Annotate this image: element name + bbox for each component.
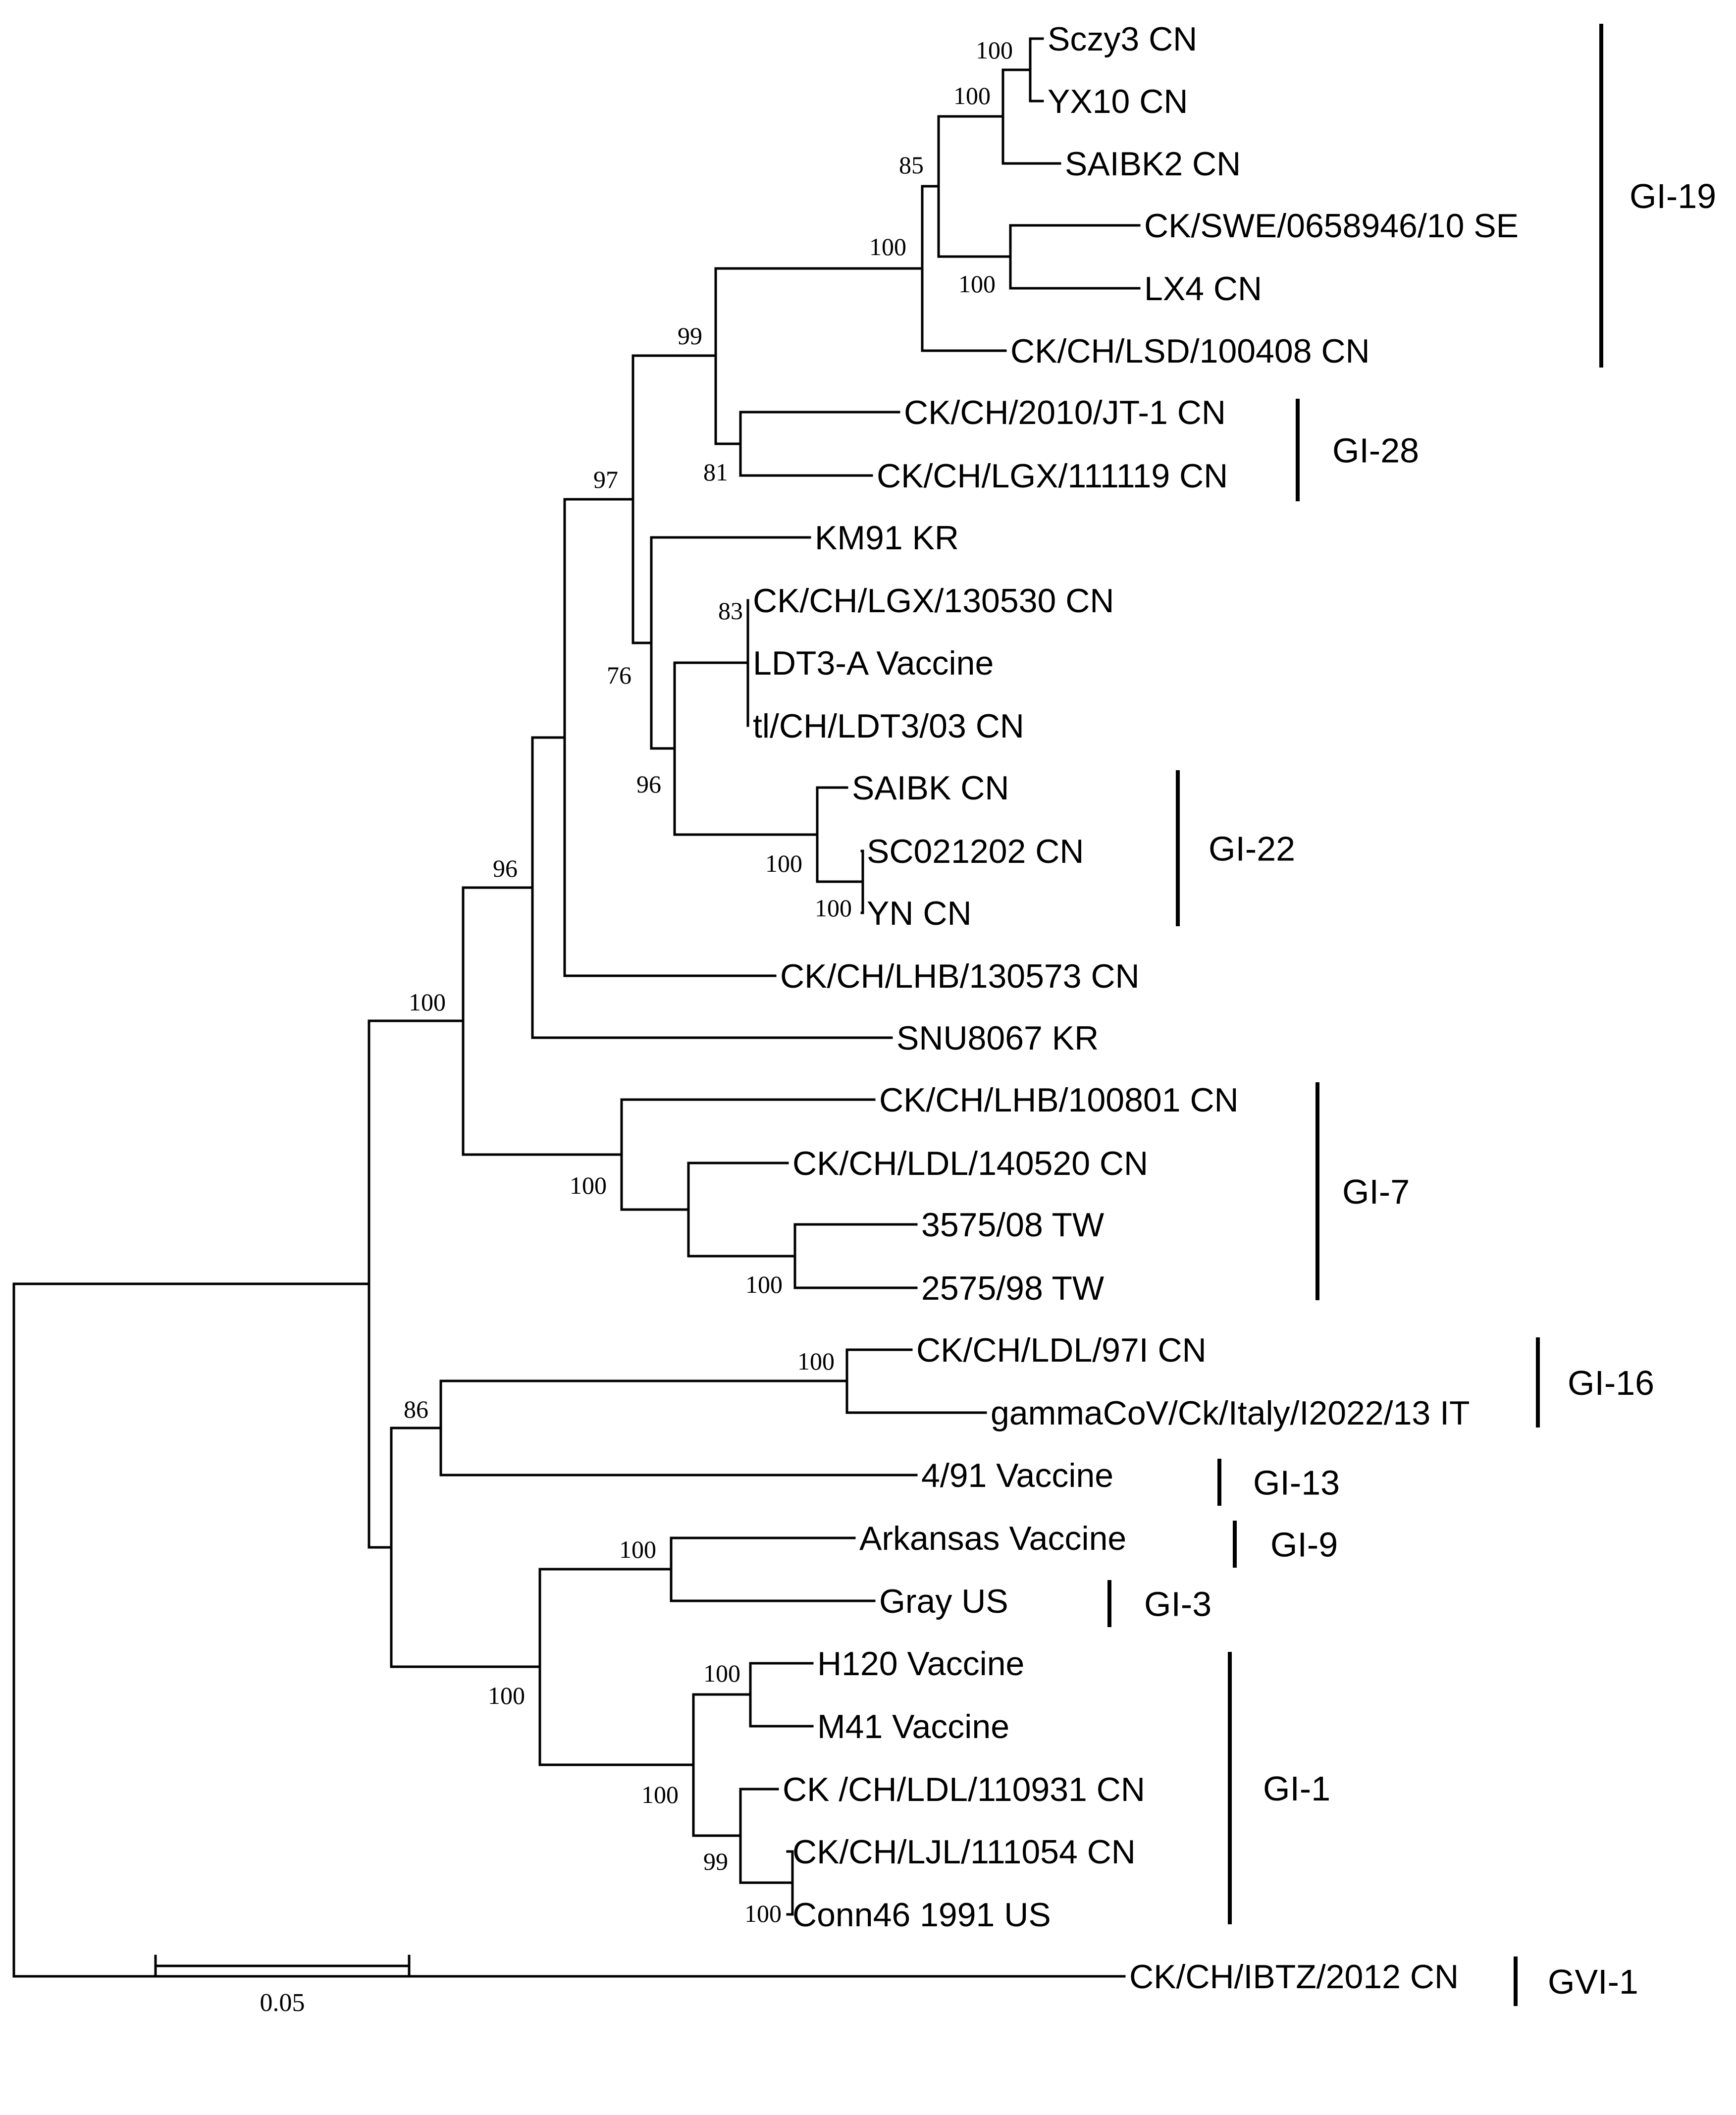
taxon-label-ck_swe: CK/SWE/0658946/10 SE (1144, 207, 1519, 245)
bootstrap-n_gi16: 100 (797, 1347, 835, 1375)
clade-label-gi7: GI-7 (1342, 1172, 1410, 1211)
bootstrap-n_sc_yn: 100 (815, 894, 852, 922)
bootstrap-n_ldt3_gi22: 96 (636, 770, 661, 798)
clade-labels: GI-19GI-28GI-22GI-7GI-16GI-13GI-9GI-3GI-… (1144, 177, 1716, 2001)
taxon-label-ibtz: CK/CH/IBTZ/2012 CN (1129, 1958, 1459, 1996)
taxon-label-ldt3a: LDT3-A Vaccine (753, 644, 994, 682)
taxon-label-saibk: SAIBK CN (852, 769, 1009, 807)
bootstrap-n_outer: 100 (409, 988, 446, 1016)
taxon-label-jt1: CK/CH/2010/JT-1 CN (904, 394, 1226, 431)
bootstrap-n_ldt3: 83 (718, 597, 743, 625)
taxon-label-lgx130530: CK/CH/LGX/130530 CN (753, 582, 1114, 620)
taxon-label-saibk2: SAIBK2 CN (1065, 145, 1241, 183)
taxon-label-ldl97i: CK/CH/LDL/97I CN (916, 1331, 1207, 1369)
scale-bar: 0.05 (154, 1955, 411, 2017)
taxon-label-lhb130573: CK/CH/LHB/130573 CN (780, 957, 1140, 995)
taxon-label-ldl110931: CK /CH/LDL/110931 CN (783, 1771, 1145, 1808)
bootstrap-n_upper: 96 (493, 854, 518, 882)
taxon-label-yn: YN CN (867, 895, 972, 932)
bootstrap-n_ark_gray: 100 (619, 1535, 656, 1563)
taxon-label-m41: M41 Vaccine (817, 1708, 1009, 1745)
bootstrap-n_lower: 100 (488, 1682, 525, 1709)
clade-label-gi22: GI-22 (1209, 830, 1295, 868)
taxon-label-tw3575: 3575/08 TW (921, 1206, 1104, 1244)
taxon-label-ljl111054: CK/CH/LJL/111054 CN (792, 1833, 1136, 1871)
bootstrap-labels: 100 100 100 85 100 81 99 83 100 100 96 76 97 96 100 100… (404, 36, 1013, 1927)
taxon-label-lsd100408: CK/CH/LSD/100408 CN (1010, 332, 1370, 370)
taxon-label-lx4: LX4 CN (1144, 270, 1262, 308)
bootstrap-n_sczy3_yx10: 100 (976, 36, 1013, 64)
taxon-label-sczy3: Sczy3 CN (1048, 20, 1197, 58)
taxon-label-yx10: YX10 CN (1048, 83, 1188, 120)
bootstrap-n_gi28: 81 (703, 458, 728, 486)
taxon-label-v491: 4/91 Vaccine (921, 1457, 1113, 1494)
taxon-label-snu8067: SNU8067 KR (896, 1019, 1099, 1057)
taxon-label-tw2575: 2575/98 TW (921, 1269, 1104, 1307)
bootstrap-n_gi19: 100 (869, 233, 906, 261)
taxon-label-km91: KM91 KR (815, 519, 959, 557)
bootstrap-n_swe_lx4: 100 (958, 270, 996, 298)
bootstrap-n_top_group: 97 (593, 466, 618, 493)
bootstrap-n_sczy_saibk2: 100 (953, 82, 991, 109)
taxon-label-h120: H120 Vaccine (817, 1645, 1024, 1683)
bootstrap-n_gi16_gi13: 86 (404, 1395, 428, 1423)
tree-branches (12, 37, 1141, 1978)
taxon-label-ldl140520: CK/CH/LDL/140520 CN (792, 1145, 1148, 1182)
bootstrap-n_gi22: 100 (765, 849, 802, 877)
clade-label-gi19: GI-19 (1630, 177, 1716, 215)
taxon-label-lhb100801: CK/CH/LHB/100801 CN (879, 1081, 1239, 1119)
bootstrap-n_gi19_gi28: 99 (678, 322, 702, 350)
scale-bar-label: 0.05 (260, 1989, 305, 2017)
bootstrap-n_km91_group: 76 (607, 661, 631, 689)
clade-label-gi3: GI-3 (1144, 1585, 1211, 1624)
taxon-labels: Sczy3 CN YX10 CN SAIBK2 CN CK/SWE/0658946/1… (753, 20, 1519, 1996)
bootstrap-n_gi1_sub: 99 (703, 1848, 728, 1875)
clade-label-gi16: GI-16 (1568, 1364, 1654, 1402)
taxon-label-conn46: Conn46 1991 US (792, 1896, 1051, 1934)
taxon-label-sc021202: SC021202 CN (867, 833, 1084, 870)
bootstrap-n_gi7: 100 (570, 1171, 607, 1199)
taxon-label-italy: gammaCoV/Ck/Italy/I2022/13 IT (991, 1394, 1470, 1432)
clade-label-gi9: GI-9 (1270, 1526, 1338, 1564)
taxon-label-tl_ldt3: tl/CH/LDT3/03 CN (753, 707, 1024, 745)
bootstrap-n_gi7_sub: 100 (745, 1270, 783, 1298)
clade-label-gi13: GI-13 (1253, 1464, 1340, 1502)
taxon-label-arkansas: Arkansas Vaccine (859, 1520, 1126, 1557)
clade-label-gvi1: GVI-1 (1548, 1962, 1638, 2001)
taxon-label-lgx111119: CK/CH/LGX/111119 CN (877, 457, 1228, 495)
clade-label-gi1: GI-1 (1263, 1769, 1330, 1808)
clade-brackets (1107, 24, 1603, 2006)
clade-label-gi28: GI-28 (1332, 431, 1419, 470)
bootstrap-n_gi1: 100 (641, 1781, 679, 1808)
bootstrap-n_ljl_conn: 100 (744, 1900, 782, 1927)
bootstrap-n_gi19_core: 85 (899, 151, 924, 179)
bootstrap-n_h120_m41: 100 (703, 1659, 740, 1687)
taxon-label-gray: Gray US (879, 1583, 1008, 1620)
